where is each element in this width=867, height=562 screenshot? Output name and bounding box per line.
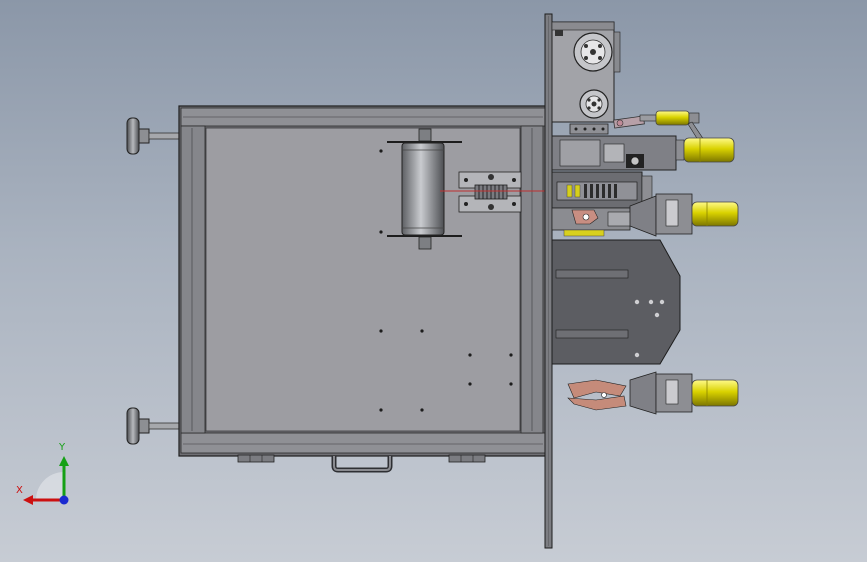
link-arm-cylinder — [613, 110, 705, 141]
cutter-head — [551, 193, 739, 237]
leveling-foot-bottom — [126, 407, 180, 445]
pulley-plate — [458, 171, 522, 213]
wire-spool — [387, 128, 462, 250]
latch-right — [448, 454, 486, 463]
orientation-triad[interactable]: X Y — [10, 440, 80, 510]
gripper-head — [567, 371, 739, 415]
triad-axes — [23, 456, 69, 505]
x-axis-label: X — [16, 485, 23, 496]
latch-left — [237, 454, 275, 463]
vertical-mount-plate — [544, 13, 553, 549]
z-axis-dot — [59, 495, 69, 505]
feeder-mechanism — [551, 135, 735, 209]
carry-handle — [331, 456, 393, 473]
side-plate — [551, 239, 681, 365]
y-axis-label: Y — [59, 442, 66, 453]
gear-box — [551, 21, 621, 135]
leveling-foot-top — [126, 117, 180, 155]
